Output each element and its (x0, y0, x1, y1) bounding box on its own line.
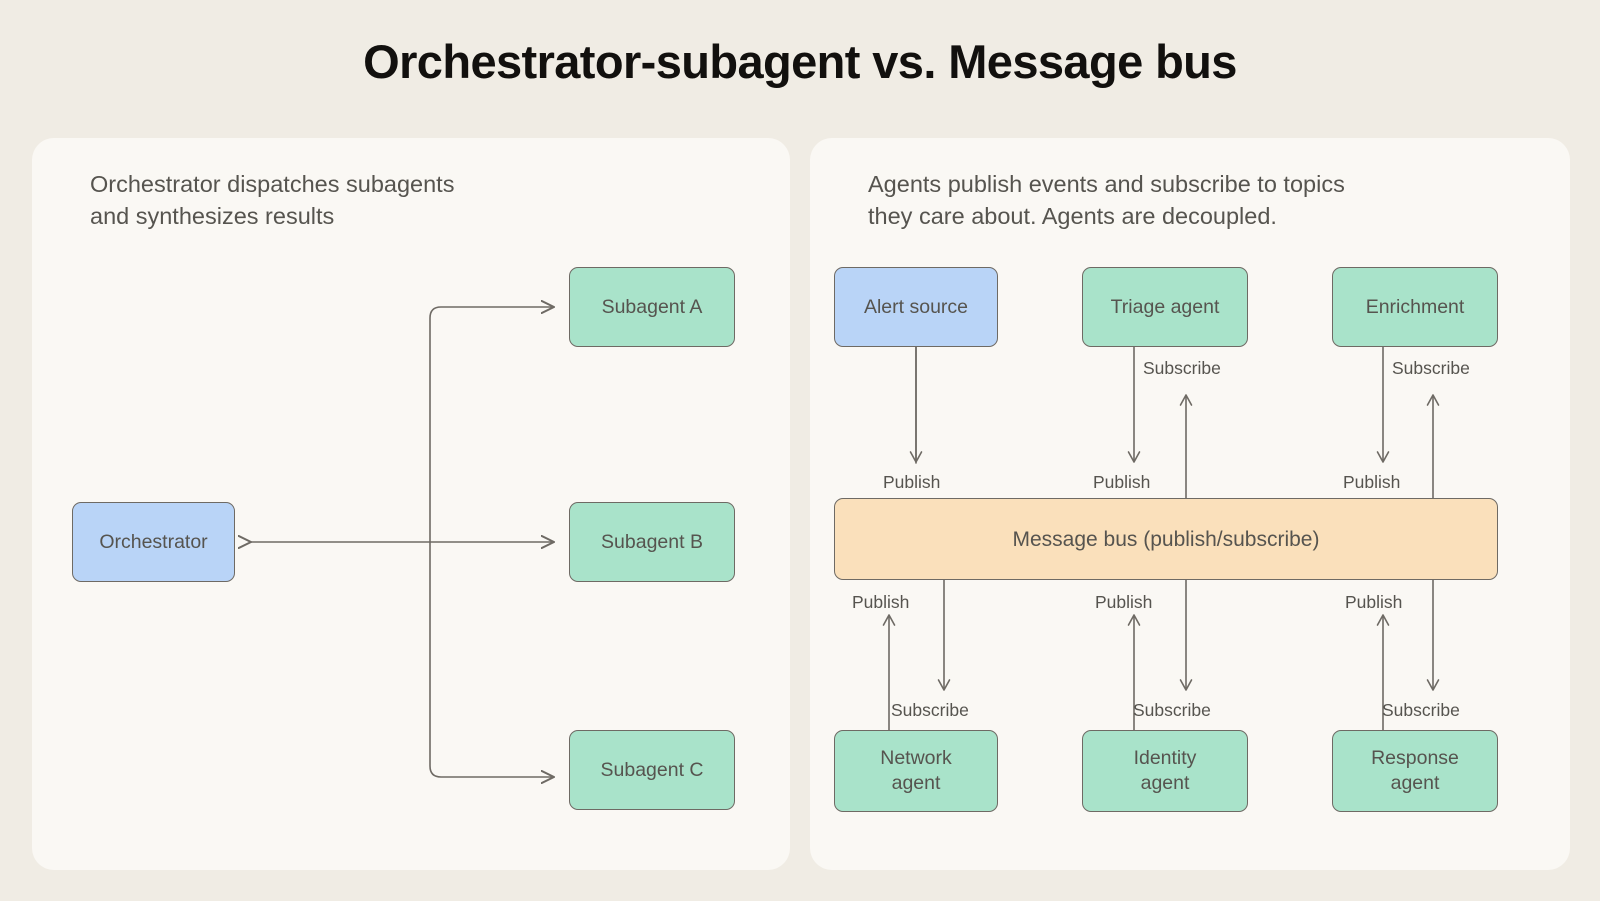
node-enrichment[interactable]: Enrichment (1332, 267, 1498, 347)
left-panel-caption: Orchestrator dispatches subagents and sy… (90, 171, 455, 229)
node-response-agent[interactable]: Response agent (1332, 730, 1498, 812)
node-orchestrator[interactable]: Orchestrator (72, 502, 235, 582)
node-triage-agent-label: Triage agent (1110, 295, 1220, 318)
node-network-agent-label: Network agent (880, 747, 952, 794)
node-triage-agent[interactable]: Triage agent (1082, 267, 1248, 347)
edge-label-subscribe-enrichment: Subscribe (1392, 358, 1470, 378)
edge-label-publish-enrichment: Publish (1343, 472, 1401, 492)
node-subagent-a[interactable]: Subagent A (569, 267, 735, 347)
right-panel-caption: Agents publish events and subscribe to t… (868, 171, 1345, 229)
panel-message-bus: Agents publish events and subscribe to t… (810, 138, 1570, 870)
page-title: Orchestrator-subagent vs. Message bus (363, 35, 1237, 88)
edge-label-subscribe-triage-agent: Subscribe (1143, 358, 1221, 378)
node-identity-agent[interactable]: Identity agent (1082, 730, 1248, 812)
edge-label-publish-network-agent: Publish (852, 592, 910, 612)
node-response-agent-label: Response agent (1371, 747, 1459, 794)
node-subagent-b[interactable]: Subagent B (569, 502, 735, 582)
node-alert-source[interactable]: Alert source (834, 267, 998, 347)
edge-label-subscribe-network-agent: Subscribe (891, 700, 969, 720)
node-orchestrator-label: Orchestrator (99, 530, 208, 553)
node-enrichment-label: Enrichment (1365, 295, 1465, 318)
edge-label-publish-identity-agent: Publish (1095, 592, 1153, 612)
node-message-bus[interactable]: Message bus (publish/subscribe) (834, 498, 1498, 580)
node-network-agent[interactable]: Network agent (834, 730, 998, 812)
edge-label-publish-response-agent: Publish (1345, 592, 1403, 612)
node-message-bus-label: Message bus (publish/subscribe) (1012, 527, 1320, 551)
node-subagent-c-label: Subagent C (600, 758, 704, 781)
edge-label-subscribe-response-agent: Subscribe (1382, 700, 1460, 720)
panel-orchestrator-subagent: Orchestrator dispatches subagents and sy… (32, 138, 790, 870)
edge-label-publish-triage-agent: Publish (1093, 472, 1151, 492)
node-subagent-b-label: Subagent B (601, 530, 703, 553)
node-subagent-c[interactable]: Subagent C (569, 730, 735, 810)
node-identity-agent-label: Identity agent (1133, 747, 1197, 794)
edge-label-subscribe-identity-agent: Subscribe (1133, 700, 1211, 720)
edge-label-publish-alert-source: Publish (883, 472, 941, 492)
node-subagent-a-label: Subagent A (601, 295, 703, 318)
node-alert-source-label: Alert source (863, 295, 969, 318)
